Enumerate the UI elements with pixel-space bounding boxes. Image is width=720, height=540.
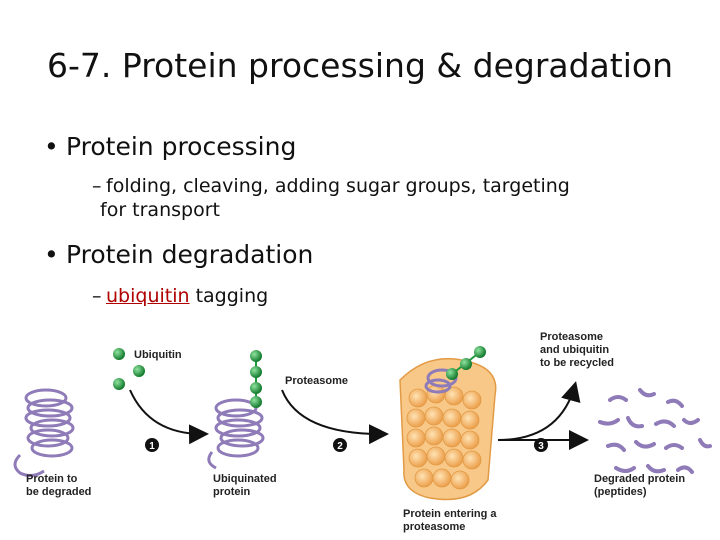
sub-bullet-processing-steps: –folding, cleaving, adding sugar groups,… [92,174,570,222]
label-protein-line-2: be degraded [26,486,91,498]
label-recycled-line-2: and ubiquitin [540,344,609,356]
slide-title: 6-7. Protein processing & degradation [47,46,673,85]
bullet-dot: • [44,132,59,161]
label-recycled-line-3: to be recycled [540,357,614,369]
bullet-text: Protein processing [66,132,297,161]
label-ubiquinated-line-1: Ubiquinated [213,473,277,485]
label-protein-line-1: Protein to [26,473,78,485]
ubiquitin-molecules-icon [113,348,145,390]
bullet-protein-processing: •Protein processing [44,132,296,161]
sub-bullet-continuation: for transport [100,199,220,221]
label-ubiquinated-line-2: protein [213,486,251,498]
label-degraded-line-2: (peptides) [594,486,647,498]
proteasome-icon [399,346,497,501]
step-marker-2 [333,438,347,452]
label-ubiquitin: Ubiquitin [134,349,182,361]
label-recycled-line-1: Proteasome [540,331,603,343]
ubiquinated-protein-coil-icon [207,398,265,470]
sub-bullet-text: folding, cleaving, adding sugar groups, … [106,175,570,197]
step-number-3: 3 [538,441,544,452]
sub-bullet-ubiquitin-tagging: –ubiquitin tagging [92,284,268,308]
peptides-icon [598,388,712,474]
ubiquitin-link[interactable]: ubiquitin [106,285,190,307]
bullet-protein-degradation: •Protein degradation [44,240,313,269]
sub-bullet-dash: – [92,175,102,197]
degradation-diagram: Ubiquitin 1 Proteasome 2 [13,331,712,533]
step-number-1: 1 [149,441,155,452]
sub-bullet-text: tagging [189,285,269,307]
recycle-arrow-icon [497,381,581,441]
bullet-dot: • [44,240,59,269]
label-degraded-line-1: Degraded protein [594,473,685,485]
arrow-1-icon [129,389,209,445]
step-marker-1 [145,438,159,452]
bullet-text: Protein degradation [66,240,314,269]
attached-ubiquitin-chain-icon [250,350,262,408]
protein-coil-icon [13,388,75,478]
label-entering-line-1: Protein entering a [403,508,497,520]
label-entering-line-2: proteasome [403,521,465,533]
arrow-2-icon [281,389,389,445]
step-number-2: 2 [337,441,343,452]
label-proteasome: Proteasome [285,375,348,387]
sub-bullet-dash: – [92,285,102,307]
step-marker-3 [534,438,548,452]
